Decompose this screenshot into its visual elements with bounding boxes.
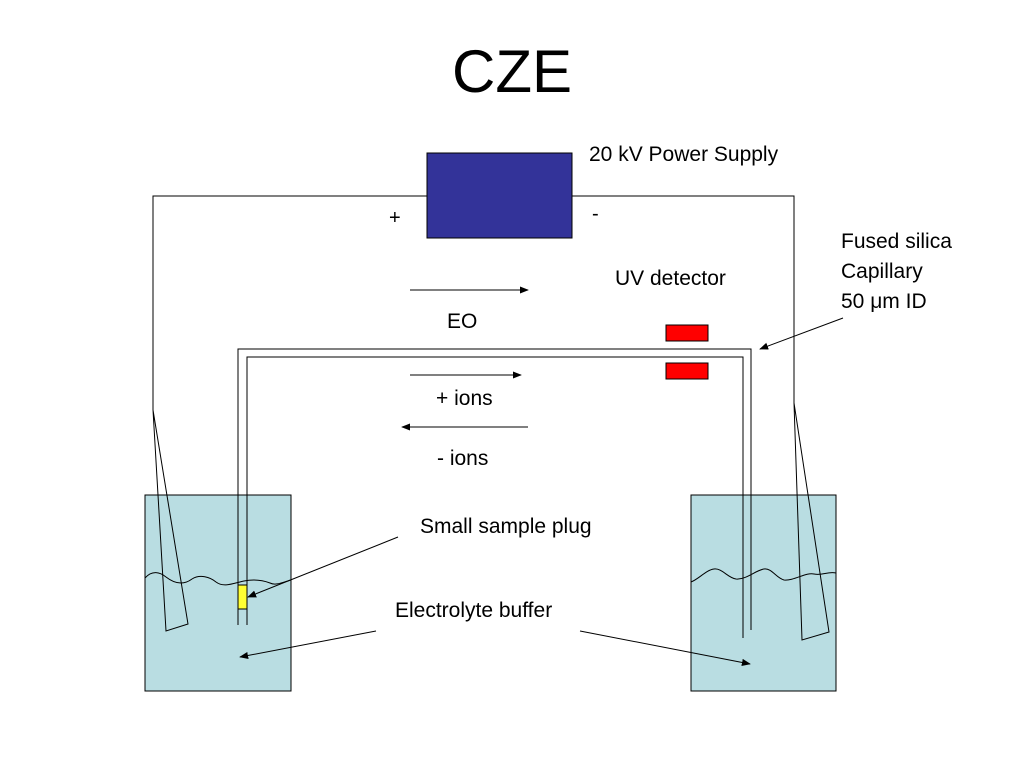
capillary-label-line2: Capillary: [841, 260, 923, 283]
uv-detector-label: UV detector: [615, 267, 726, 290]
sample-plug-label: Small sample plug: [420, 515, 592, 538]
sample-plug-callout-arrow: [247, 536, 399, 598]
plus-terminal-label: +: [389, 207, 401, 229]
left-buffer-vial: [144, 494, 292, 692]
eo-label: EO: [447, 310, 478, 333]
uv-detector-bottom: [665, 362, 709, 380]
pos-ions-label: + ions: [436, 387, 493, 410]
uv-detector-top: [665, 324, 709, 342]
buffer-label: Electrolyte buffer: [395, 599, 553, 622]
capillary-inner: [246, 356, 744, 638]
right-electrode: [793, 402, 830, 641]
capillary-label-line1: Fused silica: [841, 230, 952, 253]
capillary-outer: [237, 348, 752, 630]
capillary-label-line3: 50 μm ID: [841, 290, 927, 313]
left-electrode: [152, 409, 189, 632]
buffer-right-callout-arrow: [579, 630, 751, 666]
left-buffer-surface: [144, 572, 292, 586]
neg-ions-label: - ions: [437, 447, 489, 470]
slide-title: CZE: [452, 38, 572, 105]
sample-plug: [237, 584, 248, 610]
minus-terminal-label: -: [592, 203, 599, 225]
right-buffer-vial: [690, 494, 837, 692]
power-supply-box: [426, 152, 573, 239]
right-buffer-surface: [690, 568, 837, 583]
power-supply-label: 20 kV Power Supply: [589, 143, 779, 166]
capillary-callout-arrow: [759, 317, 844, 350]
power-supply-wire: [152, 195, 795, 410]
buffer-left-callout-arrow: [239, 630, 377, 660]
